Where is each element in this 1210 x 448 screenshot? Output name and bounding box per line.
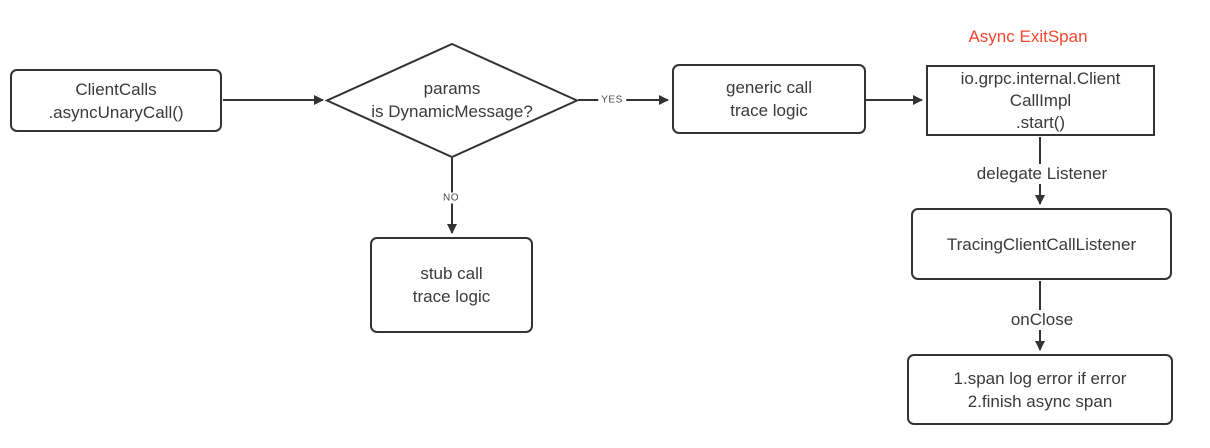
node-stub-call-line1: stub call: [420, 264, 483, 283]
edge-label-delegate-listener: delegate Listener: [973, 164, 1111, 184]
node-generic-call: generic call trace logic: [672, 64, 866, 134]
node-client-calls-line2: .asyncUnaryCall(): [48, 102, 184, 122]
node-client-calls-line1: ClientCalls: [75, 79, 157, 99]
node-generic-call-line2: trace logic: [730, 101, 808, 120]
node-client-call-impl-line2: CallImpl: [1009, 90, 1072, 110]
edge-label-yes: YES: [598, 94, 626, 106]
node-stub-call-line2: trace logic: [412, 287, 491, 306]
node-client-call-impl: io.grpc.internal.Client CallImpl .start(…: [926, 65, 1155, 136]
node-onclose-result-line2: 2.finish async span: [967, 391, 1113, 411]
node-client-call-impl-line3: .start(): [1015, 112, 1066, 132]
async-exitspan-title: Async ExitSpan: [968, 27, 1088, 46]
edge-label-no: NO: [440, 192, 462, 204]
edge-label-onclose: onClose: [1007, 310, 1077, 330]
node-generic-call-line1: generic call: [726, 78, 812, 97]
decision-diamond-shape: [324, 42, 580, 159]
node-onclose-result: 1.span log error if error 2.finish async…: [907, 354, 1173, 425]
node-client-call-impl-line1: io.grpc.internal.Client: [960, 68, 1121, 88]
node-onclose-result-line1: 1.span log error if error: [953, 368, 1127, 388]
node-decision-text: params is DynamicMessage?: [340, 77, 564, 123]
node-decision-line2: is DynamicMessage?: [371, 102, 533, 121]
node-stub-call: stub call trace logic: [370, 237, 533, 333]
node-tracing-listener-line1: TracingClientCallListener: [946, 234, 1137, 254]
node-client-calls: ClientCalls .asyncUnaryCall(): [10, 69, 222, 132]
node-tracing-listener: TracingClientCallListener: [911, 208, 1172, 280]
node-decision-line1: params: [423, 79, 481, 98]
